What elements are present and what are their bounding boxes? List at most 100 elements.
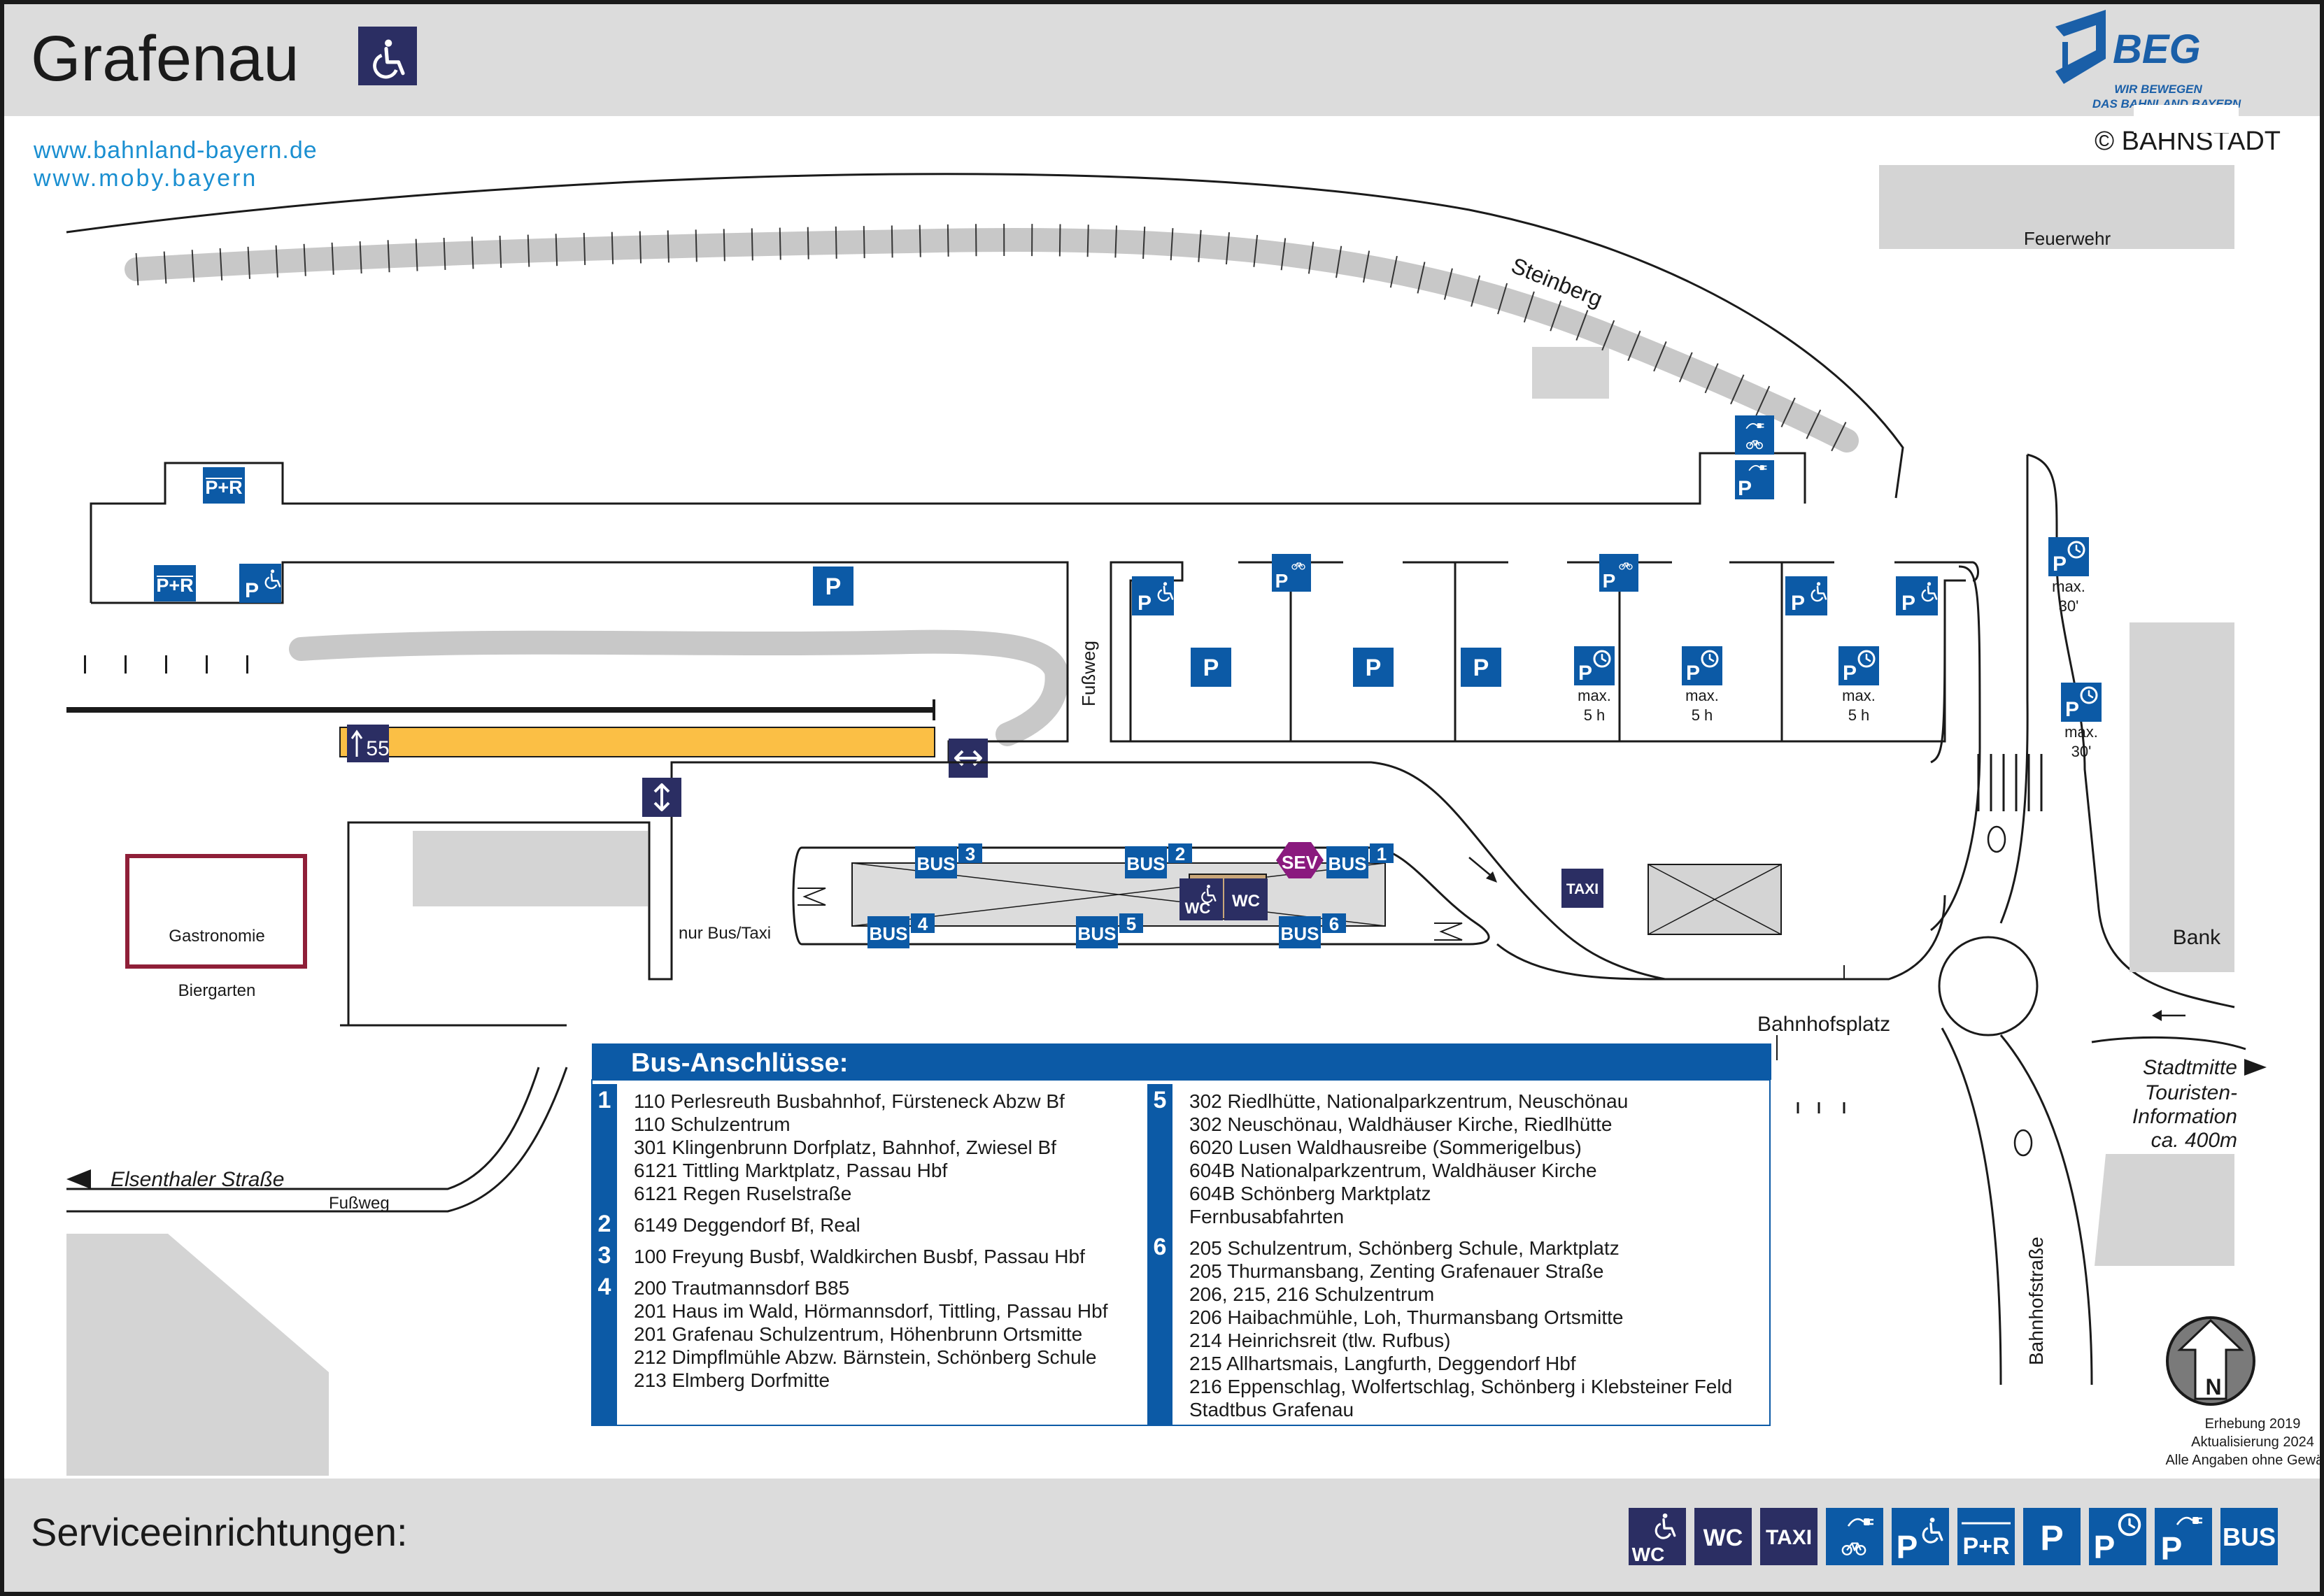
bus-route-line: 6020 Lusen Waldhausreibe (Sommerigelbus) <box>1189 1137 1582 1158</box>
vertical-access-icon <box>642 778 681 817</box>
parking-icon: P <box>2023 1508 2081 1565</box>
bus-route-line: Stadtbus Grafenau <box>1189 1399 1354 1420</box>
svg-text:max.: max. <box>2064 723 2098 741</box>
svg-text:P: P <box>1843 662 1857 685</box>
link-bahnland[interactable]: www.bahnland-bayern.de <box>33 137 318 164</box>
bus-panel-header <box>592 1043 1771 1080</box>
page-title: Grafenau <box>31 23 299 94</box>
svg-text:max.: max. <box>2052 578 2085 595</box>
bus-panel-stop-number: 6 <box>1154 1234 1167 1260</box>
track-55-sign: 55 <box>347 725 390 762</box>
roundabout <box>1938 936 2039 1036</box>
fussweg-vertical-label: Fußweg <box>1078 641 1099 706</box>
stadtmitte-label: Stadtmitte <box>2143 1056 2237 1079</box>
bus-route-line: 302 Riedlhütte, Nationalparkzentrum, Neu… <box>1189 1090 1628 1112</box>
svg-text:BUS: BUS <box>1127 853 1165 874</box>
bus-route-line: 206, 215, 216 Schulzentrum <box>1189 1283 1434 1305</box>
bus-route-line: 215 Allhartsmais, Langfurth, Deggendorf … <box>1189 1353 1576 1374</box>
svg-text:WC: WC <box>1703 1525 1743 1551</box>
bahnhofstrasse-label: Bahnhofstraße <box>2025 1237 2047 1365</box>
svg-text:P: P <box>1738 477 1752 500</box>
bus-panel-stop-number: 5 <box>1154 1087 1167 1113</box>
biergarten-label: Biergarten <box>178 981 256 1000</box>
stadtmitte-arrow <box>2244 1059 2267 1076</box>
svg-text:BUS: BUS <box>1281 923 1319 944</box>
bus-stop-2: BUS 2 <box>1125 843 1192 878</box>
time-limited-parking-sign: P max. 5 h <box>1682 646 1722 724</box>
bus-panel <box>591 1079 1771 1426</box>
svg-text:6: 6 <box>1329 913 1339 934</box>
disclaimer-note: Alle Angaben ohne Gewähr! <box>2165 1453 2324 1468</box>
bus-panel-stop-number: 2 <box>598 1211 611 1237</box>
bike-charging-icon <box>1826 1508 1883 1565</box>
elsenthaler-arrow <box>66 1169 91 1189</box>
aktualisierung-note: Aktualisierung 2024 <box>2191 1434 2314 1450</box>
bank-building <box>2130 622 2234 972</box>
svg-text:P+R: P+R <box>156 575 193 596</box>
svg-text:P: P <box>2161 1530 2183 1567</box>
wheelchair-wc-sign: WC <box>1179 878 1223 920</box>
bus-route-line: 110 Schulzentrum <box>634 1113 791 1135</box>
svg-text:3: 3 <box>965 843 975 864</box>
disabled-parking-sign: P <box>1896 576 1938 615</box>
beg-logo: BEG WIR BEWEGEN DAS BAHNLAND BAYERN <box>2055 10 2241 111</box>
svg-text:P: P <box>1686 662 1700 685</box>
svg-text:P: P <box>245 579 259 602</box>
bus-stop-1: BUS 1 <box>1326 843 1394 878</box>
link-moby[interactable]: www.moby.bayern <box>33 165 257 192</box>
bus-route-line: 213 Elmberg Dorfmitte <box>634 1369 830 1391</box>
svg-text:max.: max. <box>1842 687 1876 704</box>
gastronomie-label: Gastronomie <box>169 927 264 946</box>
bus-panel-stop-number: 4 <box>598 1274 611 1300</box>
elsenthaler-label: Elsenthaler Straße <box>111 1168 284 1191</box>
bus-route-line: 6121 Regen Ruselstraße <box>634 1183 851 1204</box>
bus-route-line: 100 Freyung Busbf, Waldkirchen Busbf, Pa… <box>634 1246 1085 1267</box>
parking-sign: P <box>1353 648 1394 687</box>
bus-stop-6: BUS 6 <box>1279 913 1346 948</box>
bus-panel-right-column: 5 302 Riedlhütte, Nationalparkzentrum, Ne… <box>1154 1087 1733 1420</box>
svg-text:P+R: P+R <box>1962 1533 2009 1560</box>
bus-terminal-outline <box>792 846 1490 946</box>
park-and-ride-sign: P+R <box>203 467 245 504</box>
bank-label: Bank <box>2173 926 2221 949</box>
wc-sign: WC <box>1224 878 1268 920</box>
service-title: Serviceeinrichtungen: <box>31 1510 408 1554</box>
svg-text:BUS: BUS <box>2223 1523 2276 1551</box>
svg-text:P: P <box>1897 1529 1918 1565</box>
bus-panel-stop-number: 3 <box>598 1242 611 1269</box>
tree-row-south <box>289 629 1069 746</box>
gastronomie-building <box>125 854 307 969</box>
platform <box>339 727 935 757</box>
small-building <box>1532 347 1609 399</box>
bahnhofsplatz-label: Bahnhofsplatz <box>1757 1013 1890 1036</box>
svg-text:WC: WC <box>1185 899 1211 917</box>
bus-route-line: 216 Eppenschlag, Wolfertschlag, Schönber… <box>1189 1376 1732 1397</box>
svg-text:WC: WC <box>1232 892 1260 911</box>
bus-route-line: 201 Haus im Wald, Hörmannsdorf, Tittling… <box>634 1300 1108 1322</box>
svg-text:max.: max. <box>1578 687 1611 704</box>
bus-panel-title: Bus-Anschlüsse: <box>631 1048 848 1078</box>
bus-stop-5: BUS 5 <box>1076 913 1143 948</box>
parking-sign: P <box>1461 648 1501 687</box>
touristen-line-2: Information <box>2132 1105 2237 1128</box>
ev-charging-parking-icon: P <box>2155 1508 2212 1567</box>
svg-text:P: P <box>826 573 842 600</box>
bus-route-line: 205 Schulzentrum, Schönberg Schule, Mark… <box>1189 1237 1620 1259</box>
svg-text:P: P <box>1366 655 1382 681</box>
time-limited-parking-sign: P max. 5 h <box>1838 646 1879 724</box>
svg-text:P: P <box>1901 592 1915 615</box>
time-limited-parking-sign: P max. 30' <box>2048 537 2089 615</box>
bus-route-line: 604B Nationalparkzentrum, Waldhäuser Kir… <box>1189 1160 1597 1181</box>
svg-text:5 h: 5 h <box>1848 706 1870 724</box>
track-number: 55 <box>366 737 389 760</box>
svg-text:TAXI: TAXI <box>1566 881 1599 897</box>
bus-route-line: 301 Klingenbrunn Dorfplatz, Bahnhof, Zwi… <box>634 1137 1056 1158</box>
parking-sign: P <box>1191 648 1231 687</box>
bus-stop-3: BUS 3 <box>915 843 982 878</box>
svg-text:30': 30' <box>2071 743 2092 760</box>
feuerwehr-label: Feuerwehr <box>2024 228 2111 249</box>
station-building <box>413 831 648 906</box>
bus-route-line: 110 Perlesreuth Busbahnhof, Fürsteneck A… <box>634 1090 1065 1112</box>
svg-text:BUS: BUS <box>917 853 956 874</box>
